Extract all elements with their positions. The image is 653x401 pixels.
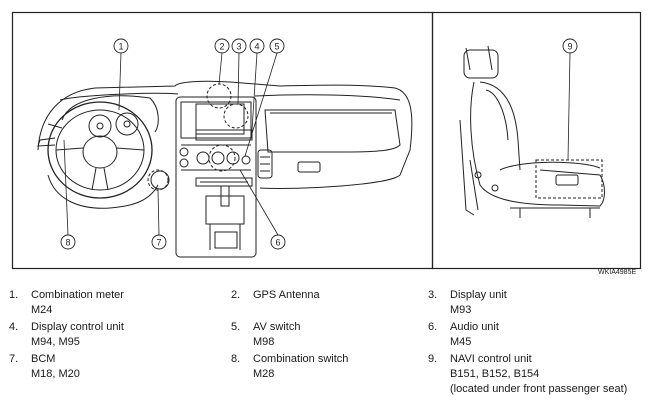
callout-label-7: 7 xyxy=(156,238,161,248)
component-location-diagram: 1 2 3 4 5 6 7 8 9 xyxy=(11,11,642,270)
legend-name: Display control unit xyxy=(31,321,124,333)
legend-number: 1. xyxy=(9,289,19,301)
legend-name: Combination switch xyxy=(253,353,349,365)
legend-number: 3. xyxy=(428,289,438,301)
callout-7 xyxy=(151,234,167,250)
callout-label-5: 5 xyxy=(274,42,279,52)
callout-label-2: 2 xyxy=(219,42,224,52)
callout-label-9: 9 xyxy=(567,42,572,52)
legend-connector: M94, M95 xyxy=(31,336,80,348)
legend-number: 8. xyxy=(231,353,241,365)
figure-code: WKIA4985E xyxy=(598,269,637,276)
legend-name: AV switch xyxy=(253,321,301,333)
callout-1 xyxy=(113,38,129,54)
callout-8 xyxy=(60,234,76,250)
callout-9 xyxy=(562,38,578,54)
legend-connector: M93 xyxy=(450,304,472,316)
callout-label-8: 8 xyxy=(65,238,70,248)
legend-name: Display unit xyxy=(450,289,507,301)
legend-number: 2. xyxy=(231,289,241,301)
legend-name: GPS Antenna xyxy=(253,289,320,301)
legend-number: 6. xyxy=(428,321,438,333)
legend-number: 7. xyxy=(9,353,19,365)
callout-label-4: 4 xyxy=(254,42,259,52)
callout-6 xyxy=(270,234,286,250)
leader-lines xyxy=(63,52,571,236)
legend-name: Combination meter xyxy=(31,289,124,301)
legend-connector: M24 xyxy=(31,304,53,316)
legend-note: (located under front passenger seat) xyxy=(450,383,628,395)
callout-label-3: 3 xyxy=(236,42,241,52)
seat-frame xyxy=(431,11,642,270)
callout-3 xyxy=(231,38,247,54)
legend-number: 5. xyxy=(231,321,241,333)
legend-connector: M98 xyxy=(253,336,275,348)
callout-4 xyxy=(249,38,265,54)
callout-5 xyxy=(269,38,285,54)
legend-name: NAVI control unit xyxy=(450,353,532,365)
legend-connector: B151, B152, B154 xyxy=(450,368,540,380)
legend-connector: M45 xyxy=(450,336,472,348)
callout-label-6: 6 xyxy=(275,238,280,248)
callout-2 xyxy=(214,38,230,54)
callout-markers xyxy=(60,38,578,250)
callout-label-1: 1 xyxy=(118,42,123,52)
legend-name: BCM xyxy=(31,353,56,365)
legend-connector: M18, M20 xyxy=(31,368,80,380)
legend-number: 4. xyxy=(9,321,19,333)
dashboard-illustration xyxy=(37,80,413,258)
legend-name: Audio unit xyxy=(450,321,499,333)
legend-number: 9. xyxy=(428,353,438,365)
seat-illustration xyxy=(459,45,605,218)
legend-connector: M28 xyxy=(253,368,275,380)
